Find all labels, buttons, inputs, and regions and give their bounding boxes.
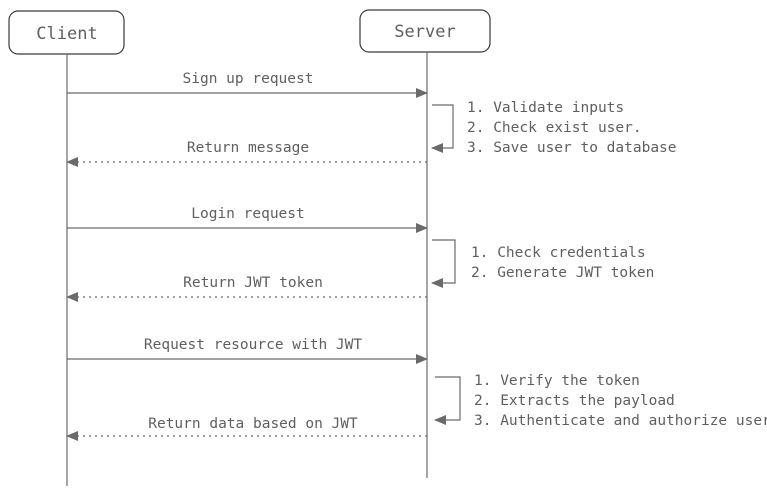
actor-server-box [359, 9, 491, 53]
message-return-jwt: Return JWT token [66, 275, 427, 302]
message-return-data-label: Return data based on JWT [148, 416, 358, 432]
self-call-3-arrow [434, 376, 461, 425]
message-return-data: Return data based on JWT [66, 416, 427, 441]
message-request-resource: Request resource with JWT [67, 337, 428, 364]
note-line: 3. Authenticate and authorize user [474, 413, 767, 429]
note-login-steps: 1. Check credentials 2. Generate JWT tok… [471, 245, 654, 281]
actor-server: Server [359, 9, 491, 53]
note-line: 1. Verify the token [474, 373, 640, 389]
message-signup-label: Sign up request [183, 71, 314, 87]
note-resource-steps: 1. Verify the token 2. Extracts the payl… [474, 373, 767, 429]
message-return-message: Return message [66, 140, 427, 167]
self-call-1 [431, 104, 454, 153]
message-request-resource-label: Request resource with JWT [144, 337, 363, 353]
message-return-message-label: Return message [187, 140, 309, 156]
message-login: Login request [67, 206, 428, 233]
self-call-2 [431, 239, 456, 288]
message-return-jwt-label: Return JWT token [183, 275, 323, 291]
actor-client-label: Client [36, 24, 97, 44]
note-signup-steps: 1. Validate inputs 2. Check exist user. … [467, 100, 677, 156]
note-line: 1. Validate inputs [467, 100, 624, 116]
self-call-1-arrow [431, 104, 454, 153]
note-line: 2. Check exist user. [467, 120, 642, 136]
self-call-3 [434, 376, 461, 425]
self-call-2-arrow [431, 239, 456, 288]
actor-server-label: Server [394, 22, 455, 42]
note-line: 1. Check credentials [471, 245, 646, 261]
note-line: 2. Extracts the payload [474, 393, 675, 409]
message-signup: Sign up request [67, 71, 428, 98]
message-login-label: Login request [191, 206, 305, 222]
note-line: 2. Generate JWT token [471, 265, 654, 281]
actor-client: Client [8, 10, 125, 55]
note-line: 3. Save user to database [467, 140, 677, 156]
